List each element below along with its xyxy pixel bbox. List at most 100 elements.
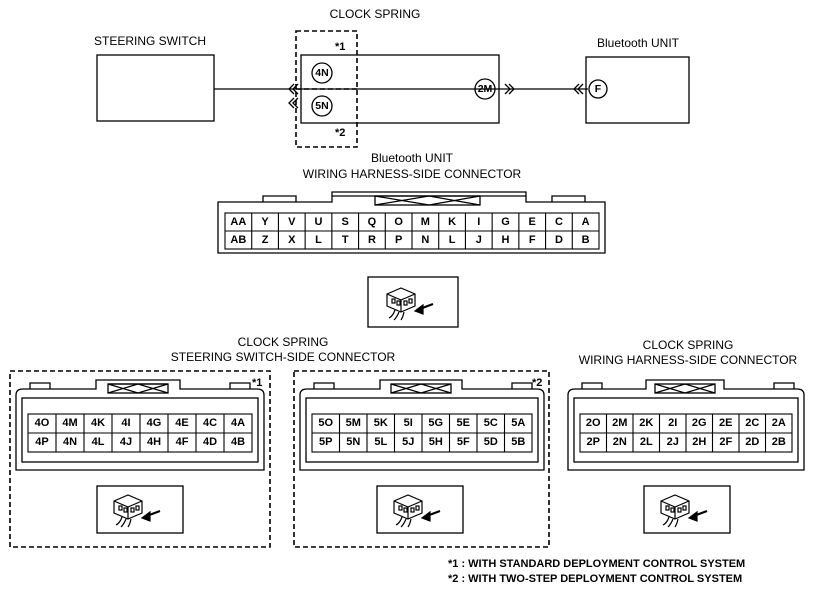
cs-harness-pin: 2I — [668, 417, 678, 429]
bt-connector-pin: V — [288, 215, 296, 228]
cs-harness-pin: 2M — [612, 417, 628, 429]
cs-steering-v1-pin: 4E — [175, 417, 189, 429]
bt-connector-pin: U — [314, 215, 323, 228]
bt-connector-pin: A — [581, 215, 590, 228]
plug-frame-v2 — [376, 485, 464, 534]
steering-switch-box — [96, 54, 215, 122]
cs-harness-pin: 2K — [639, 417, 654, 429]
cs-harness-pin: 2L — [639, 436, 653, 448]
cs-harness-pin: 2P — [586, 436, 600, 448]
bt-connector-pin: Z — [261, 233, 269, 246]
bt-connector-pin: N — [421, 233, 430, 246]
conn-5n-label: 5N — [315, 100, 329, 112]
connector-plug-icon — [660, 494, 708, 528]
variant2-mark: *2 — [532, 377, 543, 389]
bt-connector-pin: Y — [261, 215, 269, 228]
cs-steering-v1-pin: 4F — [175, 436, 189, 448]
bt-connector-pin: J — [475, 233, 482, 246]
note-mark-1: *1 — [335, 41, 346, 53]
cs-harness-pin: 2D — [745, 436, 760, 448]
bt-connector-pin: X — [288, 233, 296, 246]
cs-steering-v2-pin: 5G — [428, 417, 444, 429]
cs-steering-v1-pin: 4J — [119, 436, 133, 448]
cs-steering-v1-pin: 4L — [91, 436, 105, 448]
cs-steering-v2-pin: 5I — [403, 417, 413, 429]
cs-harness-pin: 2O — [585, 417, 601, 429]
plug-frame-harness — [643, 485, 731, 534]
bt-connector-pin: H — [501, 233, 510, 246]
cs-steering-v2-pin: 5J — [402, 436, 415, 448]
cs-steering-v1-pin: 4A — [230, 417, 246, 429]
bt-connector-pin: L — [448, 233, 456, 246]
connector-plug-icon — [386, 287, 434, 321]
cs-steering-v2-pin: 5L — [374, 436, 388, 448]
bt-connector-pin: R — [367, 233, 376, 246]
cs-steering-v2-pin: 5M — [345, 417, 361, 429]
cs-steering-v1-pin: 4G — [146, 417, 162, 429]
variant1-mark: *1 — [252, 377, 263, 389]
clock-spring-dashed-frame — [295, 30, 358, 148]
bt-connector-pin: K — [448, 215, 457, 228]
conn-5n-circle — [311, 95, 333, 117]
bt-connector-pin: S — [341, 215, 349, 228]
clock-spring-title: CLOCK SPRING — [329, 7, 421, 21]
footnote-2: *2 : WITH TWO-STEP DEPLOYMENT CONTROL SY… — [448, 573, 743, 585]
connector-plug-icon — [113, 494, 161, 528]
cs-steering-v1-pin: 4H — [146, 436, 162, 448]
cs-harness-pin: 2J — [666, 436, 679, 448]
cs-steering-v1-pin: 4N — [62, 436, 78, 448]
connector-body-v1 — [15, 379, 265, 471]
cs-harness-pin: 2F — [719, 436, 733, 448]
bt-connector-title-2: WIRING HARNESS-SIDE CONNECTOR — [302, 167, 522, 181]
bt-connector-pin: D — [554, 233, 563, 246]
note-mark-2: *2 — [335, 127, 346, 139]
cs-harness-pin: 2N — [612, 436, 627, 448]
cs-harness-pin: 2A — [771, 417, 786, 429]
cs-steering-v2-pin: 5E — [456, 417, 470, 429]
cs-steering-v1-pin: 4C — [202, 417, 218, 429]
variant1-dashed-frame — [9, 370, 271, 548]
cs-steering-v2-pin: 5D — [483, 436, 498, 448]
cs-harness-pin: 2C — [745, 417, 760, 429]
cs-steering-v1-pin: 4P — [35, 436, 49, 448]
bt-connector-pin: AB — [230, 233, 247, 246]
cs-harness-pin: 2H — [692, 436, 707, 448]
cs-steering-v1-pin: 4O — [34, 417, 50, 429]
bt-connector-pin: B — [581, 233, 590, 246]
cs-steering-v2-pin: 5N — [346, 436, 361, 448]
cs-steering-v2-pin: 5F — [456, 436, 470, 448]
cs-steering-v2-pin: 5B — [511, 436, 526, 448]
steering-switch-label: STEERING SWITCH — [94, 34, 207, 48]
conn-4n-circle — [311, 62, 333, 84]
plug-frame-v1 — [96, 485, 184, 534]
conn-2m-label: 2M — [477, 83, 493, 95]
conn-4n-label: 4N — [315, 67, 329, 79]
conn-f-circle — [588, 79, 608, 99]
bt-connector-pin: F — [528, 233, 536, 246]
conn-f-label: F — [594, 83, 602, 95]
bt-connector-pin: AA — [230, 215, 247, 228]
bt-connector-pin: G — [501, 215, 510, 228]
cs-steering-v2-pin: 5A — [511, 417, 526, 429]
cs-harness-title-1: CLOCK SPRING — [642, 338, 734, 352]
bt-connector-pin: L — [315, 233, 322, 246]
bluetooth-unit-box — [585, 56, 690, 124]
cs-steering-v1-pin: 4K — [90, 417, 106, 429]
cs-harness-title-2: WIRING HARNESS-SIDE CONNECTOR — [578, 353, 798, 367]
cs-steering-v1-pin: 4M — [62, 417, 78, 429]
cs-steering-v2-pin: 5P — [319, 436, 333, 448]
plug-frame-bt — [367, 276, 459, 328]
footnote-1: *1 : WITH STANDARD DEPLOYMENT CONTROL SY… — [448, 558, 746, 570]
bt-connector-pin: P — [394, 233, 403, 246]
cs-steering-v2-pin: 5O — [318, 417, 334, 429]
cs-steering-v2-pin: 5K — [373, 417, 388, 429]
cs-harness-pin: 2G — [691, 417, 707, 429]
cs-steering-v2-pin: 5C — [483, 417, 498, 429]
bt-connector-pin: E — [528, 215, 536, 228]
connector-body-v2 — [299, 379, 545, 471]
bt-connector-pin: O — [394, 215, 403, 228]
bt-connector-pin: I — [477, 215, 481, 228]
cs-steering-v1-pin: 4I — [121, 417, 131, 429]
